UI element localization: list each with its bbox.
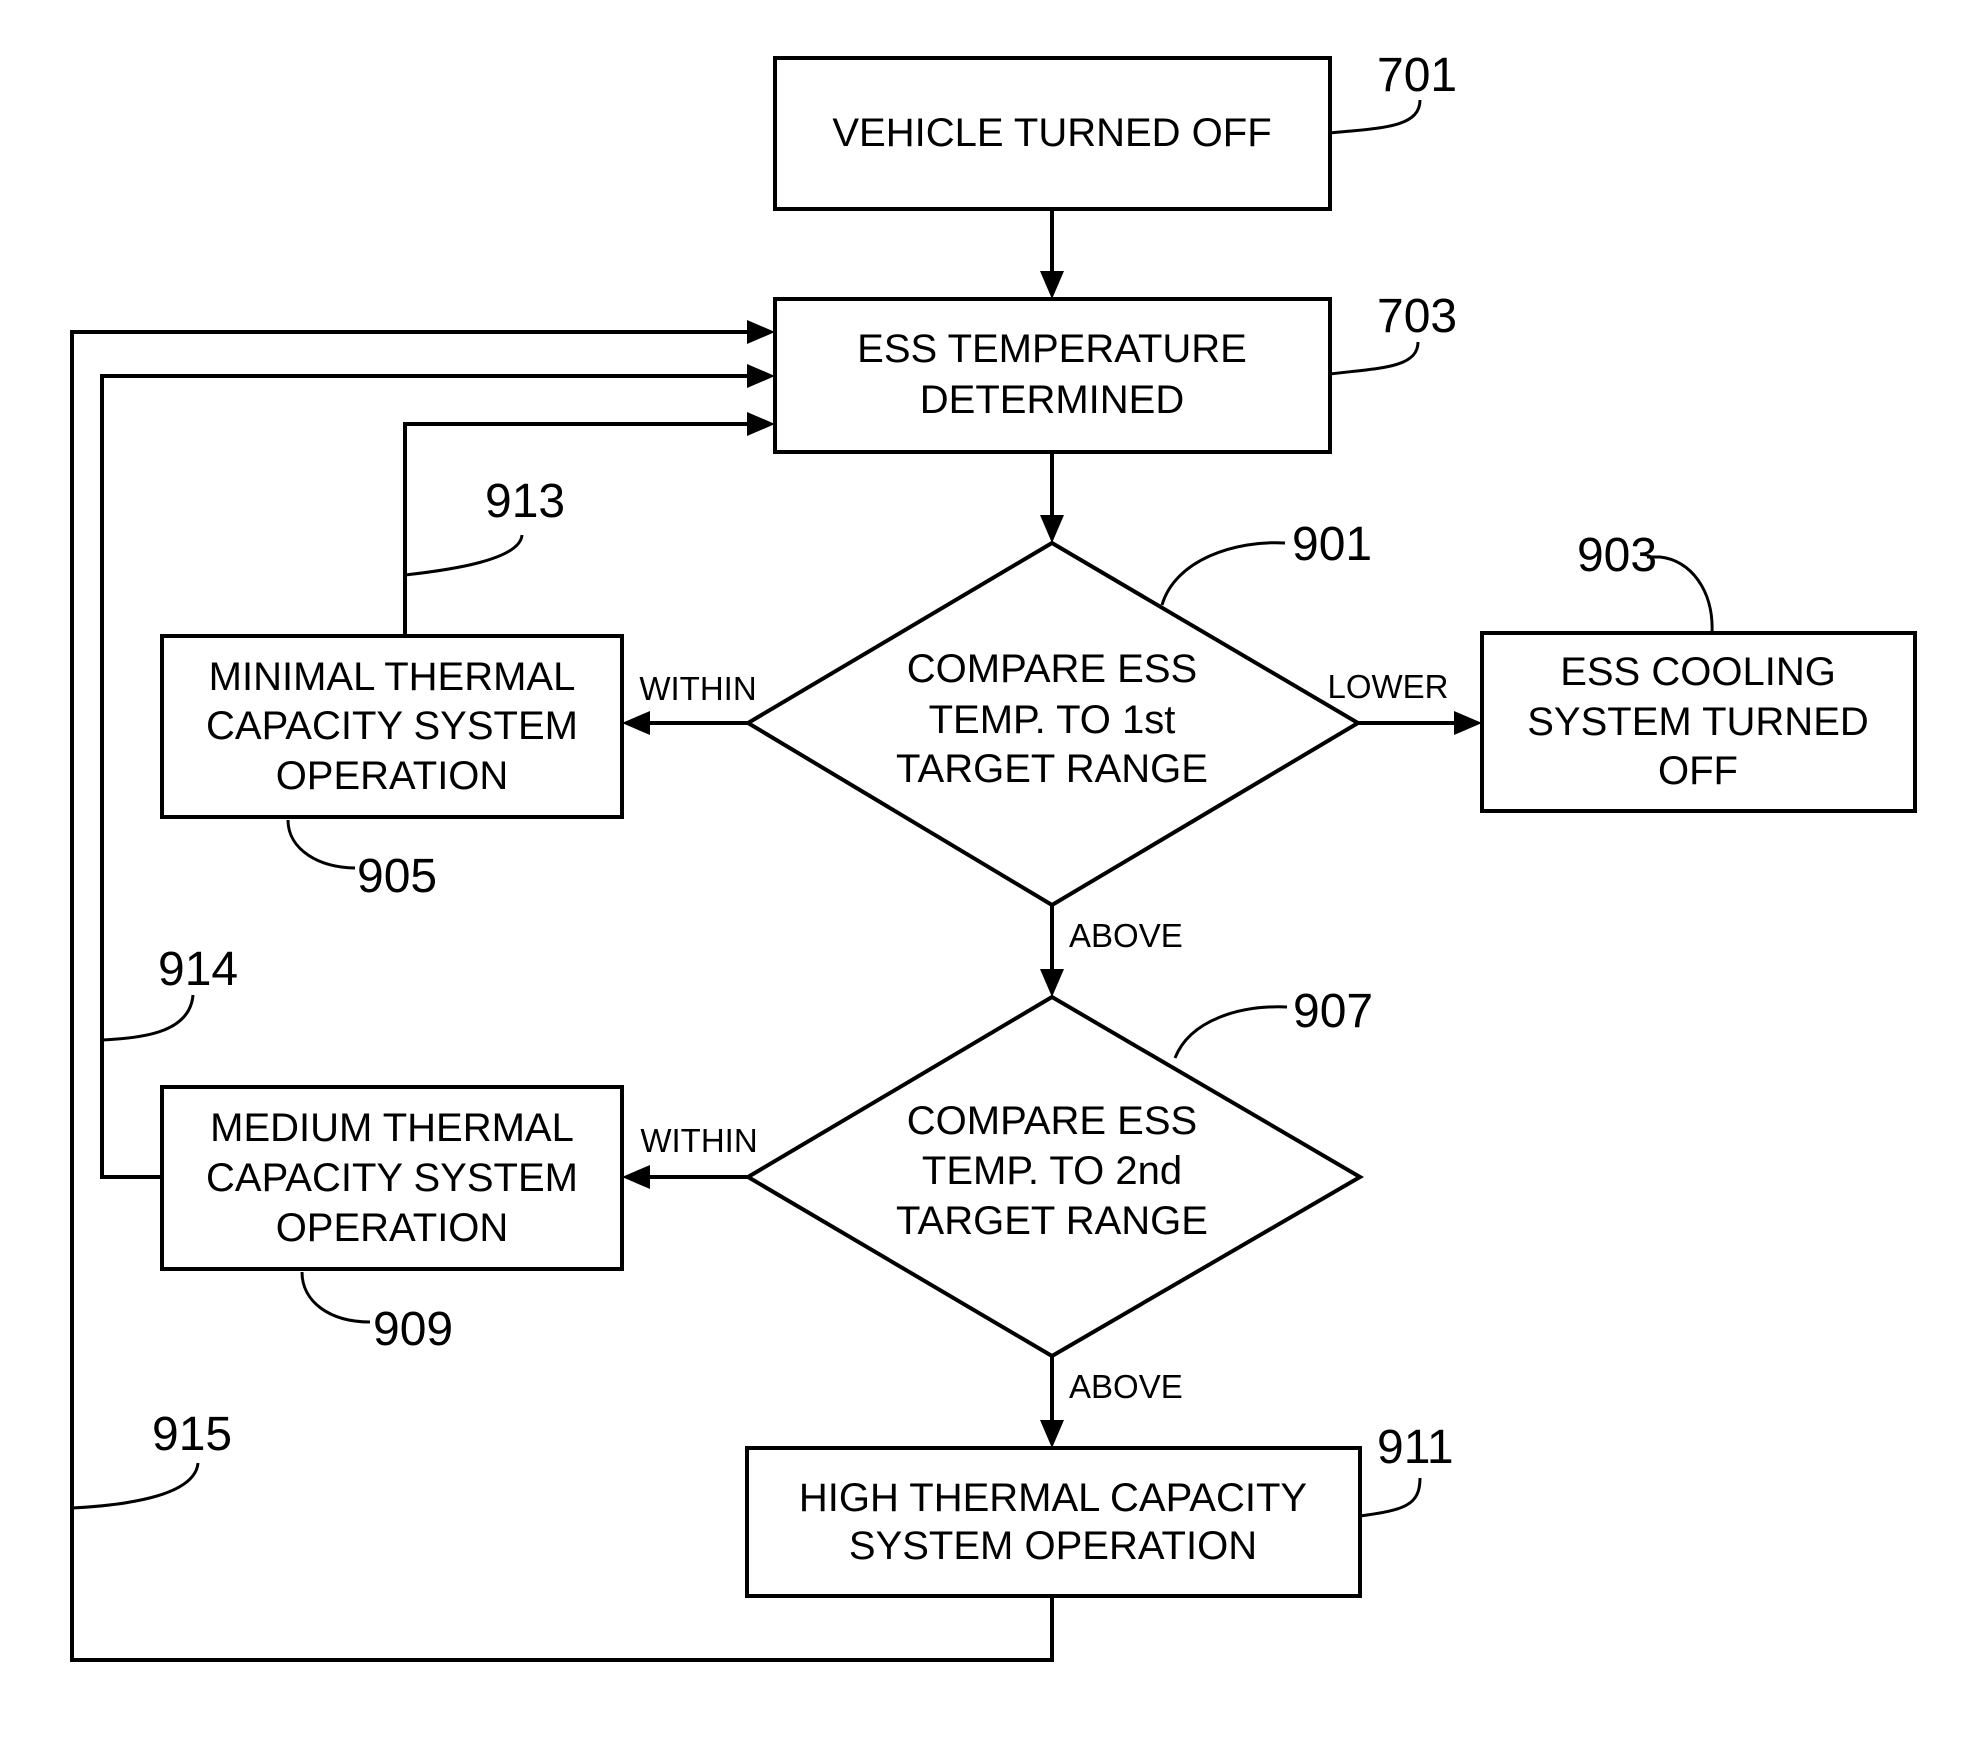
ref-915: 915 (152, 1408, 232, 1461)
node-cooling-off-line-1: ESS COOLING (1560, 650, 1836, 694)
node-compare-2nd-line-1: COMPARE ESS (907, 1099, 1197, 1143)
node-cooling-off-line-3: OFF (1658, 749, 1738, 793)
node-compare-1st-line-2: TEMP. TO 1st (929, 698, 1176, 742)
node-high-thermal-capacity: HIGH THERMAL CAPACITY SYSTEM OPERATION (745, 1446, 1362, 1598)
ref-907: 907 (1293, 985, 1373, 1038)
node-minimal-line-2: CAPACITY SYSTEM (206, 704, 578, 748)
ref-911: 911 (1377, 1421, 1454, 1474)
loop-914-line (100, 374, 752, 1179)
ref-701: 701 (1377, 49, 1457, 102)
node-high-line-1: HIGH THERMAL CAPACITY (799, 1476, 1307, 1520)
edge-labels: WITHIN LOWER ABOVE WITHIN ABOVE (639, 668, 1448, 1405)
reference-numerals: 701 703 901 903 905 907 909 911 913 914 … (71, 49, 1714, 1518)
leader-911 (1359, 1477, 1422, 1518)
ref-901: 901 (1292, 518, 1372, 571)
leader-701 (1329, 99, 1422, 135)
arrowhead-down-icon (1040, 1420, 1064, 1448)
leader-703 (1329, 341, 1420, 376)
node-ess-temperature-line-2: DETERMINED (920, 378, 1184, 422)
arrowhead-down-icon (1040, 271, 1064, 299)
ref-913: 913 (485, 475, 565, 528)
node-minimal-line-3: OPERATION (276, 754, 509, 798)
node-compare-2nd-line-2: TEMP. TO 2nd (922, 1149, 1182, 1193)
node-vehicle-turned-off-line-1: VEHICLE TURNED OFF (832, 111, 1271, 155)
node-medium-line-1: MEDIUM THERMAL (210, 1106, 574, 1150)
arrowhead-right-icon (747, 364, 775, 388)
node-compare-2nd-line-3: TARGET RANGE (896, 1199, 1208, 1243)
edge-label-above-2: ABOVE (1069, 1368, 1183, 1405)
leader-907 (1173, 1005, 1288, 1059)
node-medium-line-3: OPERATION (276, 1206, 509, 1250)
node-compare-1st-target-range: COMPARE ESS TEMP. TO 1st TARGET RANGE (744, 540, 1362, 908)
node-compare-1st-line-1: COMPARE ESS (907, 647, 1197, 691)
edge-label-lower: LOWER (1327, 668, 1448, 705)
node-high-line-2: SYSTEM OPERATION (849, 1524, 1257, 1568)
node-minimal-thermal-capacity: MINIMAL THERMAL CAPACITY SYSTEM OPERATIO… (160, 634, 624, 819)
ref-909: 909 (373, 1303, 453, 1356)
arrowhead-left-icon (622, 711, 650, 735)
leader-915 (71, 1462, 200, 1510)
arrowhead-down-icon (1040, 969, 1064, 997)
leader-909 (300, 1271, 371, 1324)
arrowhead-right-icon (747, 320, 775, 344)
loop-913-line (403, 422, 752, 636)
leader-913 (404, 534, 524, 577)
leader-901 (1160, 541, 1286, 606)
ref-914: 914 (158, 943, 238, 996)
node-ess-cooling-system-turned-off: ESS COOLING SYSTEM TURNED OFF (1480, 631, 1917, 813)
connectors (70, 209, 1482, 1662)
arrowhead-right-icon (747, 412, 775, 436)
node-medium-line-2: CAPACITY SYSTEM (206, 1156, 578, 1200)
leader-914 (101, 994, 195, 1042)
arrowhead-left-icon (622, 1165, 650, 1189)
node-vehicle-turned-off: VEHICLE TURNED OFF (773, 56, 1332, 211)
ref-903: 903 (1577, 529, 1657, 582)
arrowhead-right-icon (1454, 711, 1482, 735)
node-medium-thermal-capacity: MEDIUM THERMAL CAPACITY SYSTEM OPERATION (160, 1085, 624, 1271)
node-compare-2nd-target-range: COMPARE ESS TEMP. TO 2nd TARGET RANGE (744, 994, 1364, 1359)
loop-915-line (70, 330, 1054, 1662)
edge-label-within-1: WITHIN (639, 670, 756, 707)
leader-903-line (1647, 555, 1714, 634)
ref-905: 905 (357, 850, 437, 903)
node-compare-1st-line-3: TARGET RANGE (896, 747, 1208, 791)
node-ess-temperature-determined: ESS TEMPERATURE DETERMINED (773, 297, 1332, 454)
node-ess-temperature-line-1: ESS TEMPERATURE (857, 327, 1247, 371)
edge-label-above-1: ABOVE (1069, 917, 1183, 954)
edge-label-within-2: WITHIN (640, 1122, 757, 1159)
arrowhead-down-icon (1040, 515, 1064, 543)
leader-905 (286, 819, 356, 870)
node-minimal-line-1: MINIMAL THERMAL (209, 655, 576, 699)
node-cooling-off-line-2: SYSTEM TURNED (1527, 700, 1869, 744)
ref-703: 703 (1377, 290, 1457, 343)
